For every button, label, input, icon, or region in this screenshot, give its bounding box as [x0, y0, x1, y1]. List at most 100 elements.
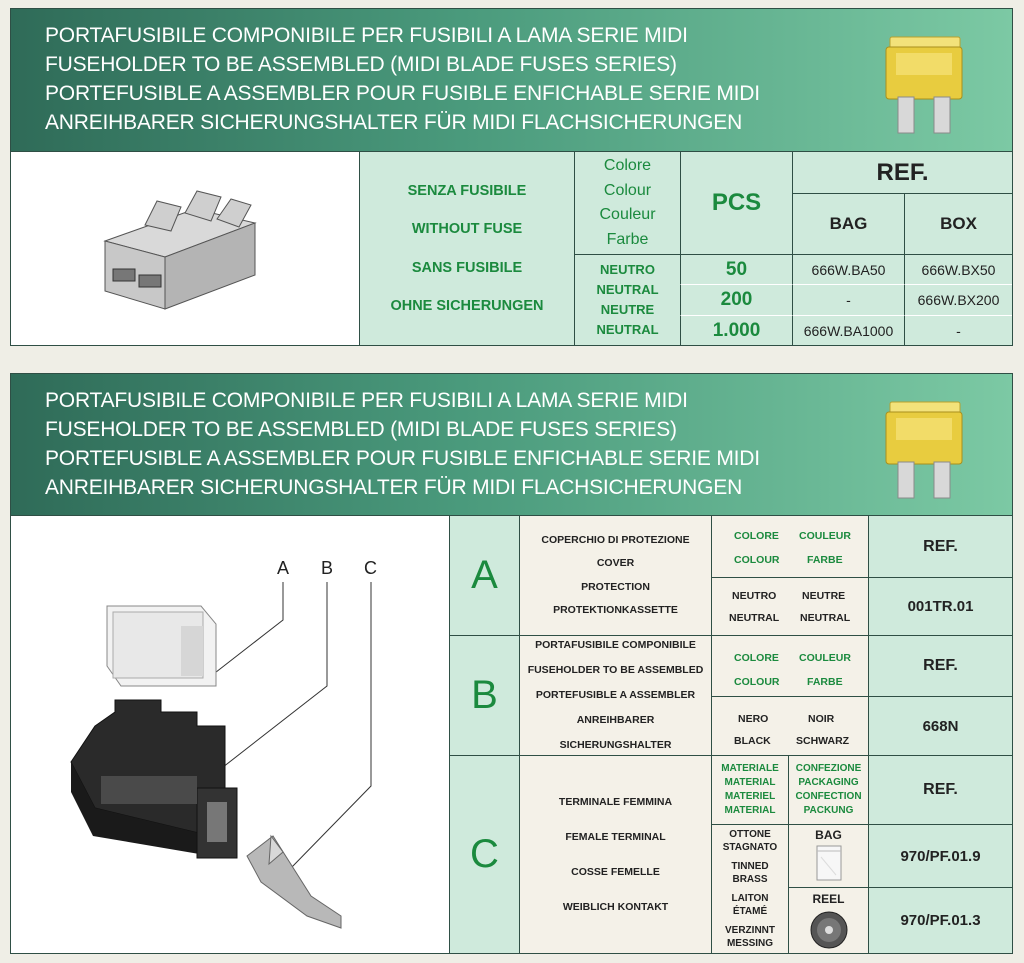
part-c-mat-fr: MATERIEL: [724, 791, 776, 802]
colour-value-it: NEUTRO: [600, 262, 655, 277]
exploded-parts-image: [70, 582, 372, 929]
part-c-mat-en: MATERIAL: [724, 777, 776, 788]
box-ref-row-3: -: [904, 315, 1012, 345]
part-c-ref-reel: 970/PF.01.3: [868, 887, 1012, 953]
pcs-row-1: 50: [680, 254, 792, 284]
part-c-pack-it: CONFEZIONE: [795, 763, 862, 774]
part-b-ref: 668N: [868, 696, 1012, 755]
box-ref-row-2: 666W.BX200: [904, 284, 1012, 315]
blade-fuse-icon: [885, 36, 963, 134]
part-c-pack-fr: CONFECTION: [795, 791, 862, 802]
section-2-banner: PORTAFUSIBILE COMPONIBILE PER FUSIBILI A…: [11, 374, 1012, 516]
product-section-1: PORTAFUSIBILE COMPONIBILE PER FUSIBILI A…: [10, 8, 1013, 346]
part-b-colour-values: NERO NOIR BLACK SCHWARZ: [711, 696, 868, 755]
part-c-bag-cell: BAG: [788, 824, 868, 887]
part-b-desc-fr: PORTEFUSIBLE A ASSEMBLER: [535, 689, 696, 701]
part-a-desc-en: COVER: [596, 557, 635, 569]
part-c-mat-it: MATERIALE: [721, 763, 779, 774]
part-a-ref-label: REF.: [868, 516, 1012, 577]
part-c-letter: C: [449, 755, 519, 953]
colour-header-en: Colour: [603, 181, 652, 199]
part-a-colour-labels: COLORE COULEUR COLOUR FARBE: [711, 516, 868, 577]
part-c-material-7: VERZINNT: [725, 925, 775, 936]
part-b-label-colour: COLOUR: [734, 676, 780, 688]
part-b-desc-it: PORTAFUSIBILE COMPONIBILE: [535, 639, 696, 651]
part-b-label-farbe: FARBE: [807, 676, 843, 688]
part-c-material-labels: MATERIALE MATERIAL MATERIEL MATERIAL: [711, 755, 788, 824]
reel-icon: [810, 911, 848, 949]
box-ref-row-1: 666W.BX50: [904, 254, 1012, 284]
part-c-bag-label: BAG: [815, 828, 842, 842]
part-b-letter: B: [449, 635, 519, 755]
part-c-mat-de: MATERIAL: [724, 805, 776, 816]
part-c-material-8: MESSING: [726, 938, 774, 949]
desc-fr: SANS FUSIBILE: [411, 259, 523, 276]
part-c-ref-label: REF.: [868, 755, 1012, 824]
banner-line-en: FUSEHOLDER TO BE ASSEMBLED (MIDI BLADE F…: [45, 53, 677, 76]
part-a-desc-it: COPERCHIO DI PROTEZIONE: [541, 533, 690, 546]
ref-header: REF.: [792, 152, 1012, 193]
part-a-label-colore: COLORE: [734, 530, 779, 542]
banner-line-fr: PORTEFUSIBLE A ASSEMBLER POUR FUSIBLE EN…: [45, 82, 760, 105]
part-c-packaging-labels: CONFEZIONE PACKAGING CONFECTION PACKUNG: [788, 755, 868, 824]
part-b-val-noir: NOIR: [808, 713, 835, 725]
part-c-materials: OTTONE STAGNATO TINNED BRASS LAITON ÉTAM…: [711, 824, 788, 953]
product-section-2: PORTAFUSIBILE COMPONIBILE PER FUSIBILI A…: [10, 373, 1013, 954]
banner-line-de: ANREIHBARER SICHERUNGSHALTER FÜR MIDI FL…: [45, 111, 743, 134]
part-a-desc-fr: PROTECTION: [581, 580, 650, 593]
part-c-material-1: OTTONE: [729, 829, 771, 840]
part-b-description: PORTAFUSIBILE COMPONIBILE FUSEHOLDER TO …: [519, 635, 711, 755]
callout-b: B: [321, 558, 334, 578]
part-c-material-4: BRASS: [732, 874, 768, 885]
banner-line-it: PORTAFUSIBILE COMPONIBILE PER FUSIBILI A…: [45, 389, 688, 412]
bag-icon: [816, 845, 842, 881]
part-c-pack-de: PACKUNG: [803, 805, 854, 816]
part-c-desc-it: TERMINALE FEMMINA: [558, 795, 673, 808]
part-a-val-neutral-de: NEUTRAL: [800, 612, 851, 624]
callout-c: C: [364, 558, 377, 578]
part-a-label-couleur: COULEUR: [799, 530, 851, 542]
blade-fuse-icon: [885, 401, 963, 499]
callout-a: A: [277, 558, 290, 578]
box-header: BOX: [904, 193, 1012, 254]
colour-value-fr: NEUTRE: [600, 302, 655, 317]
part-c-desc-fr: COSSE FEMELLE: [571, 865, 660, 878]
fuseholder-image: [103, 189, 257, 310]
colour-header-it: Colore: [603, 157, 652, 174]
part-a-val-neutre: NEUTRE: [802, 590, 846, 602]
pcs-row-2: 200: [680, 284, 792, 315]
part-c-material-6: ÉTAMÉ: [732, 906, 768, 917]
desc-en: WITHOUT FUSE: [411, 221, 523, 237]
pcs-row-3: 1.000: [680, 315, 792, 345]
pcs-header: PCS: [680, 152, 792, 254]
bag-header: BAG: [792, 193, 904, 254]
part-a-colour-values: NEUTRO NEUTRE NEUTRAL NEUTRAL: [711, 577, 868, 635]
colour-header-fr: Couleur: [599, 206, 656, 223]
part-a-label-farbe: FARBE: [807, 554, 843, 566]
bag-ref-row-3: 666W.BA1000: [792, 315, 904, 345]
part-c-material-2: STAGNATO: [722, 842, 778, 853]
banner-line-it: PORTAFUSIBILE COMPONIBILE PER FUSIBILI A…: [45, 24, 688, 47]
part-a-val-neutral: NEUTRAL: [729, 612, 780, 624]
part-a-desc-de: PROTEKTIONKASSETTE: [553, 604, 678, 616]
bag-ref-row-1: 666W.BA50: [792, 254, 904, 284]
part-a-letter: A: [449, 516, 519, 635]
part-c-desc-de: WEIBLICH KONTAKT: [562, 900, 669, 913]
part-b-val-black: BLACK: [734, 735, 771, 747]
part-a-ref: 001TR.01: [868, 577, 1012, 635]
part-c-pack-en: PACKAGING: [798, 777, 859, 788]
banner-line-fr: PORTEFUSIBLE A ASSEMBLER POUR FUSIBLE EN…: [45, 447, 760, 470]
part-a-label-colour: COLOUR: [734, 554, 780, 566]
part-b-val-schwarz: SCHWARZ: [796, 735, 850, 747]
colour-value-en: NEUTRAL: [596, 282, 659, 297]
part-c-reel-cell: REEL: [788, 887, 868, 953]
colour-header: Colore Colour Couleur Farbe: [574, 152, 680, 254]
exploded-view-cell: A B C: [11, 516, 449, 953]
desc-de: OHNE SICHERUNGEN: [390, 298, 544, 314]
part-a-description: COPERCHIO DI PROTEZIONE COVER PROTECTION…: [519, 516, 711, 635]
part-b-label-couleur: COULEUR: [799, 652, 851, 664]
part-c-material-5: LAITON: [731, 893, 769, 904]
part-b-desc-de: ANREIHBARER SICHERUNGSHALTER: [559, 714, 672, 751]
colour-header-de: Farbe: [606, 230, 649, 248]
bag-ref-row-2: -: [792, 284, 904, 315]
